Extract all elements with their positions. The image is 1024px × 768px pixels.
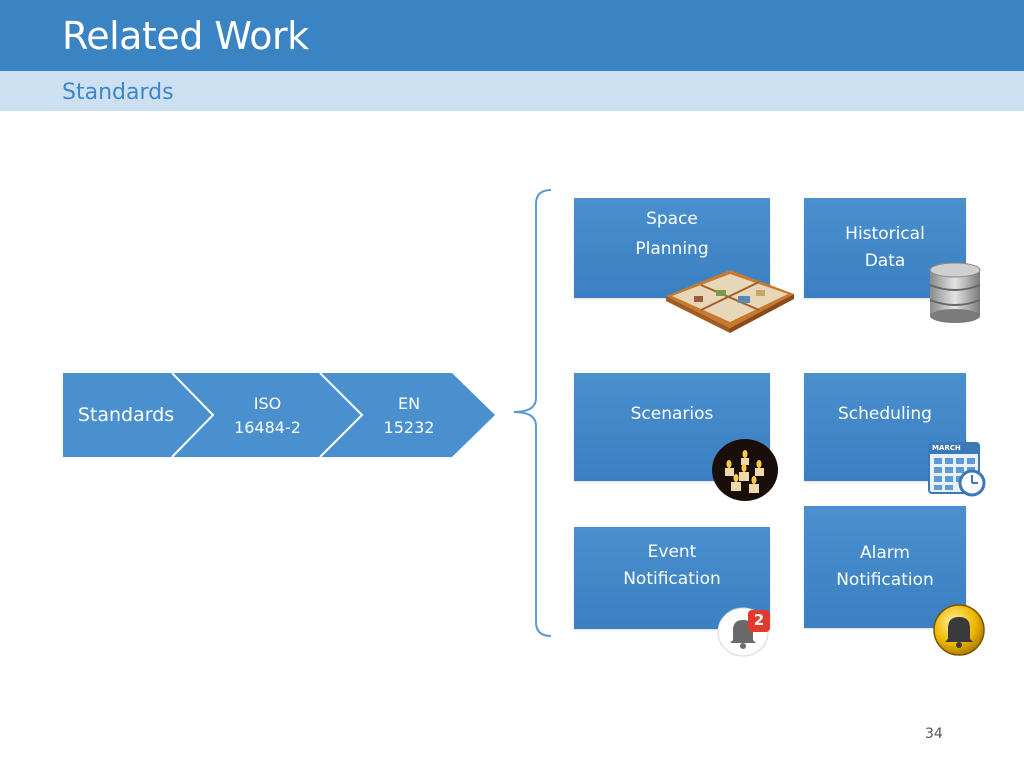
calendar-icon: MARCH bbox=[928, 441, 986, 497]
chevron-standards bbox=[63, 373, 213, 457]
alarm-bell-icon bbox=[933, 604, 985, 656]
chevron-iso bbox=[172, 373, 362, 457]
slide-subtitle: Standards bbox=[62, 80, 174, 105]
floor-plan-icon bbox=[666, 270, 794, 333]
box-historical-data: Historical Data bbox=[804, 198, 966, 298]
calendar-month-label: MARCH bbox=[932, 444, 961, 452]
slide-title: Related Work bbox=[62, 14, 309, 58]
chevron-standards-label: Standards bbox=[77, 404, 175, 426]
box-alarm-notification: Alarm Notification bbox=[804, 506, 966, 628]
notification-bell-icon: 2 bbox=[717, 606, 777, 658]
subtitle-bar bbox=[0, 71, 1024, 111]
chevron-en-label: EN 15232 bbox=[383, 394, 435, 437]
curly-bracket bbox=[513, 189, 552, 637]
chevron-en bbox=[320, 373, 495, 457]
notification-badge: 2 bbox=[753, 611, 765, 629]
title-bar bbox=[0, 0, 1024, 71]
page-number: 34 bbox=[925, 726, 943, 742]
chevron-iso-label: ISO 16484-2 bbox=[234, 394, 301, 437]
database-icon bbox=[929, 262, 981, 323]
candles-icon bbox=[712, 439, 778, 501]
